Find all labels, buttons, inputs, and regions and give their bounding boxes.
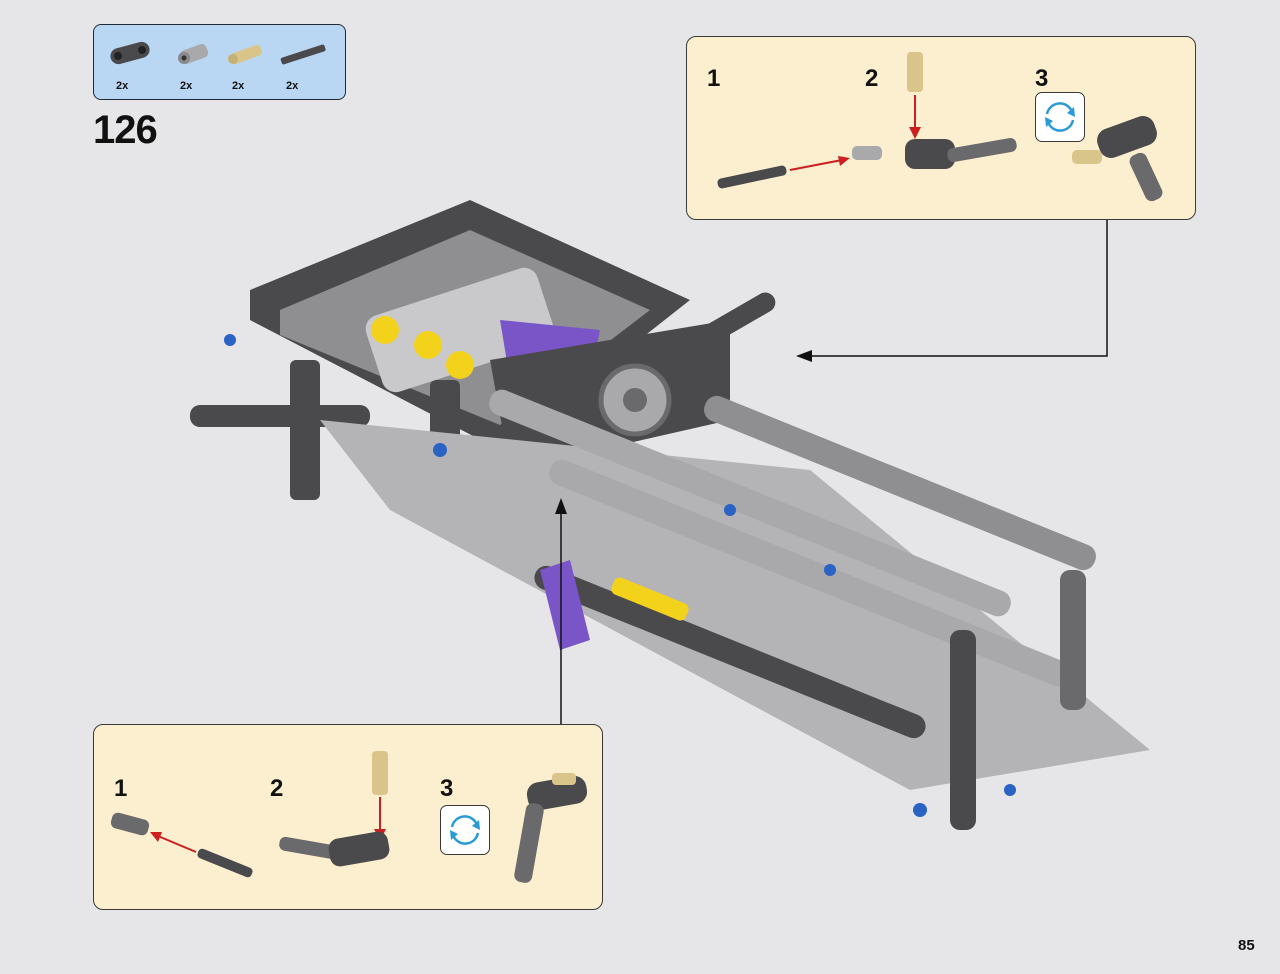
substep-number: 1 xyxy=(114,775,128,802)
parts-item-quantity: 2x xyxy=(116,80,129,92)
parts-item-axle-connector: 2x xyxy=(104,31,160,93)
parts-list-box: 2x 2x 2x 2x xyxy=(93,24,346,100)
parts-item-axle: 2x xyxy=(274,31,330,93)
parts-item-quantity: 2x xyxy=(180,80,193,92)
axle-connector-icon xyxy=(110,41,150,65)
substep-2-art xyxy=(905,52,1017,169)
tan-axle-pin-icon xyxy=(228,44,262,64)
bush-pin-icon xyxy=(178,44,209,64)
parts-item-tan-axle-pin: 2x xyxy=(220,31,276,93)
main-model-illustration xyxy=(190,200,1150,830)
substep-1-art xyxy=(717,146,882,189)
substep-number: 2 xyxy=(865,65,879,92)
rotate-model-icon xyxy=(1035,92,1085,142)
substep-3-art xyxy=(1072,116,1163,202)
parts-item-quantity: 2x xyxy=(286,80,299,92)
substep-3-art xyxy=(514,773,588,883)
callout-top: 1 2 3 xyxy=(686,36,1196,220)
substep-2-art xyxy=(279,751,390,867)
substep-1-art xyxy=(110,812,253,878)
page-number: 85 xyxy=(1238,937,1255,954)
callout-bottom: 1 2 3 xyxy=(93,724,603,910)
substep-number: 1 xyxy=(707,65,721,92)
substep-number: 3 xyxy=(440,775,454,802)
substep-number: 3 xyxy=(1035,65,1049,92)
blue-pins xyxy=(224,334,1016,817)
rotate-model-icon xyxy=(440,805,490,855)
substep-number: 2 xyxy=(270,775,284,802)
parts-item-quantity: 2x xyxy=(232,80,245,92)
axle-icon xyxy=(280,44,326,65)
chassis-long-frame xyxy=(320,389,1150,830)
parts-item-bush-pin: 2x xyxy=(168,31,224,93)
step-number: 126 xyxy=(93,108,158,152)
